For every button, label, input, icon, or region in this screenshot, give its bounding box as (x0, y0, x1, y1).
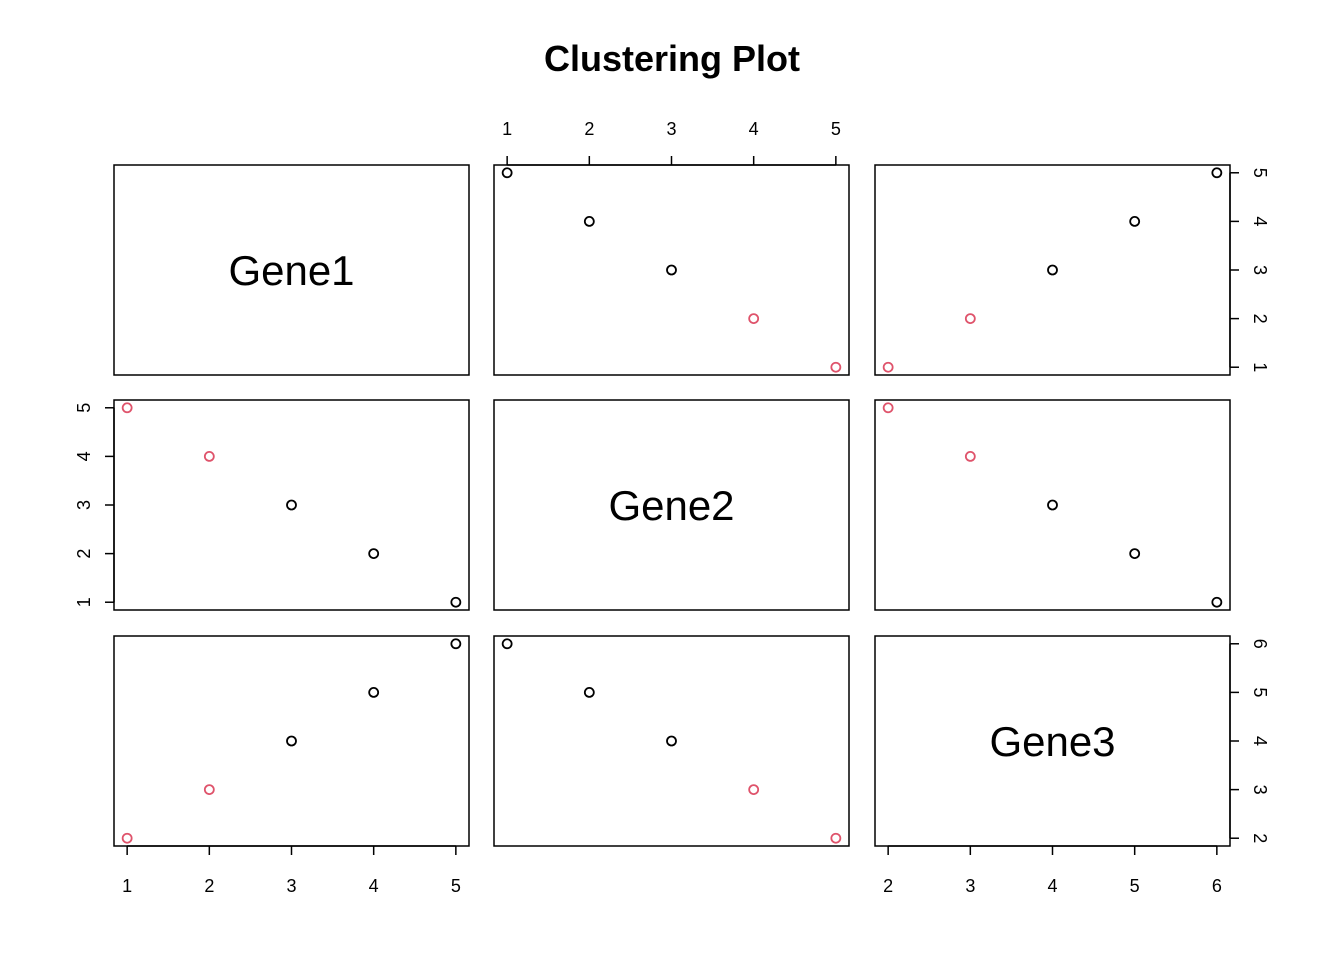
chart-title: Clustering Plot (544, 38, 800, 79)
data-point (368, 548, 380, 560)
x-tick-label: 5 (1130, 876, 1140, 896)
data-point (121, 832, 133, 844)
data-point (1211, 596, 1223, 608)
y-tick-label: 5 (1250, 687, 1270, 697)
data-point (203, 450, 215, 462)
panel-frame (493, 635, 850, 847)
x-tick-label: 4 (1047, 876, 1057, 896)
y-tick-label: 2 (74, 549, 94, 559)
y-tick-label: 5 (74, 403, 94, 413)
data-point (1129, 215, 1141, 227)
data-point (501, 638, 513, 650)
x-tick-label: 1 (122, 876, 132, 896)
data-point (830, 361, 842, 373)
panel-frame (493, 164, 850, 376)
data-point (450, 638, 462, 650)
data-point (830, 832, 842, 844)
y-tick-label: 1 (74, 597, 94, 607)
x-tick-label: 2 (883, 876, 893, 896)
data-point (368, 686, 380, 698)
x-tick-label: 6 (1212, 876, 1222, 896)
data-point (964, 450, 976, 462)
panel-frame (874, 164, 1231, 376)
x-tick-label: 1 (502, 119, 512, 139)
y-tick-label: 4 (1250, 736, 1270, 746)
data-point (286, 499, 297, 511)
data-point (748, 784, 760, 796)
data-point (286, 735, 297, 747)
x-tick-label: 5 (451, 876, 461, 896)
x-tick-label: 2 (204, 876, 214, 896)
x-tick-label: 4 (749, 119, 759, 139)
y-tick-label: 4 (1250, 216, 1270, 226)
y-tick-label: 1 (1250, 362, 1270, 372)
data-point (1047, 264, 1058, 276)
panel-frame (113, 164, 470, 376)
panel-frame (874, 399, 1231, 611)
diagonal-label-gene2: Gene2 (608, 482, 734, 529)
data-point (583, 686, 595, 698)
panel-frame (113, 399, 470, 611)
data-point (1129, 548, 1141, 560)
data-point (882, 361, 894, 373)
y-tick-label: 5 (1250, 168, 1270, 178)
data-point (203, 784, 215, 796)
y-tick-label: 2 (1250, 833, 1270, 843)
data-point (1211, 167, 1223, 179)
x-tick-label: 3 (965, 876, 975, 896)
diagonal-label-gene3: Gene3 (989, 718, 1115, 765)
x-tick-label: 3 (666, 119, 676, 139)
data-point (666, 264, 677, 276)
data-point (501, 167, 513, 179)
data-point (964, 313, 976, 325)
y-tick-label: 3 (1250, 265, 1270, 275)
data-point (1047, 499, 1058, 511)
data-point (450, 596, 462, 608)
data-point (121, 402, 133, 414)
y-tick-label: 4 (74, 451, 94, 461)
x-tick-label: 2 (584, 119, 594, 139)
y-tick-label: 2 (1250, 314, 1270, 324)
panel-frame (493, 399, 850, 611)
diagonal-label-gene1: Gene1 (228, 247, 354, 294)
y-tick-label: 6 (1250, 639, 1270, 649)
panel-frame (113, 635, 470, 847)
x-tick-label: 3 (286, 876, 296, 896)
x-tick-label: 5 (831, 119, 841, 139)
data-point (583, 215, 595, 227)
data-point (882, 402, 894, 414)
x-tick-label: 4 (369, 876, 379, 896)
y-tick-label: 3 (74, 500, 94, 510)
y-tick-label: 3 (1250, 785, 1270, 795)
data-point (666, 735, 677, 747)
data-point (748, 313, 760, 325)
